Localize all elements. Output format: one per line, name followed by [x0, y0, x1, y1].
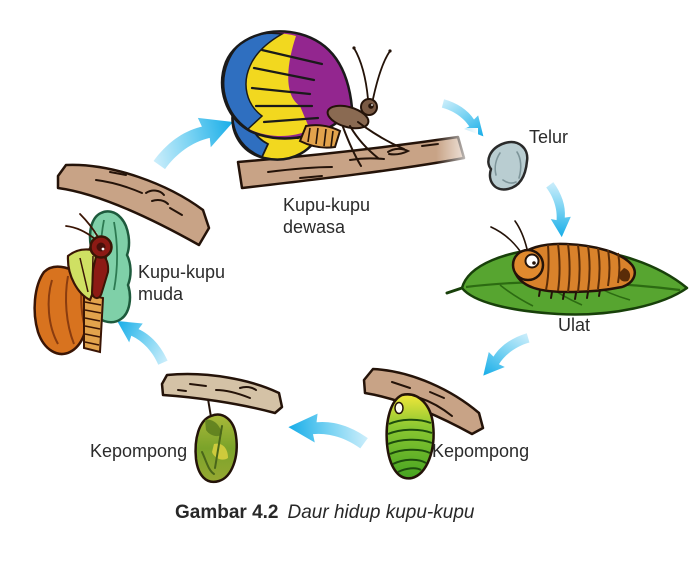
label-ulat: Ulat	[558, 315, 591, 335]
figure-caption-title: Daur hidup kupu-kupu	[287, 502, 475, 523]
label-kupu-kupu-dewasa: Kupu-kupu dewasa	[283, 195, 371, 237]
label-kepompong-kanan: Kepompong	[432, 441, 530, 461]
label-kupu-kupu-muda: Kupu-kupu muda	[138, 262, 226, 304]
pupa-on-branch-left-illustration	[160, 372, 284, 484]
caterpillar-on-leaf-illustration	[445, 220, 689, 316]
arrow-kepompong-to-kepompong-icon	[287, 408, 369, 456]
adult-butterfly-illustration	[220, 30, 478, 190]
figure-caption: Gambar 4.2 Daur hidup kupu-kupu	[175, 502, 474, 524]
arrow-muda-to-dewasa-icon	[146, 110, 240, 172]
young-butterfly-emerging-illustration	[33, 163, 211, 356]
arrow-ulat-to-kepompong-icon	[476, 321, 533, 388]
label-kepompong-kiri: Kepompong	[90, 441, 188, 461]
figure-caption-number: Gambar 4.2	[175, 502, 279, 523]
arrow-telur-to-ulat-icon	[542, 181, 574, 238]
label-telur: Telur	[529, 127, 569, 147]
pupa-on-branch-right-illustration	[362, 367, 485, 480]
egg-illustration	[487, 140, 529, 191]
